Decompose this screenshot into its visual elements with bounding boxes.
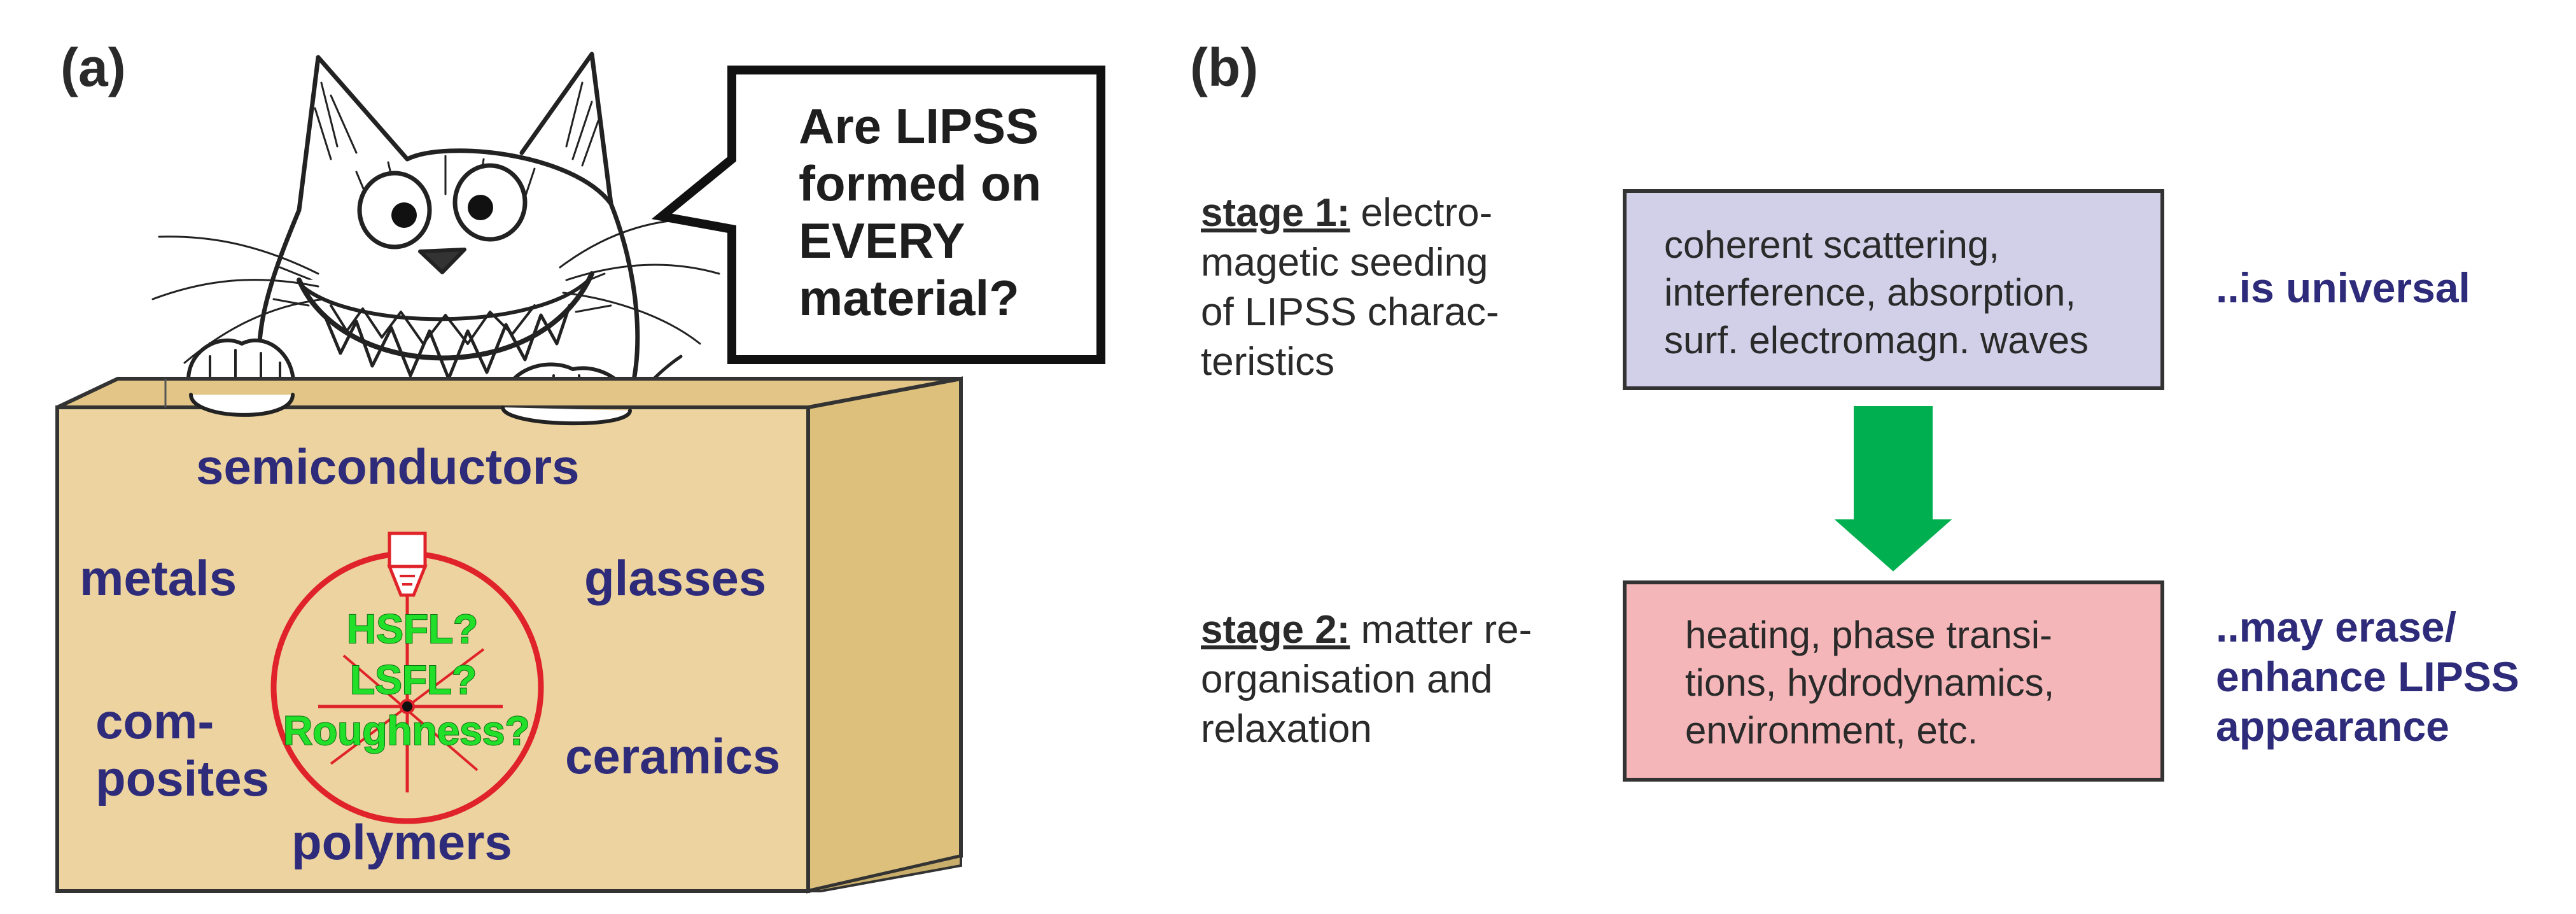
stage-1-box: coherent scattering, interference, absor…	[1623, 189, 2164, 390]
stage-2-description: stage 2: matter re- organisation and rel…	[1201, 608, 1532, 751]
bubble-line-1: Are LIPSS	[799, 98, 1039, 154]
stage-1-box-line-3: surf. electromagn. waves	[1664, 319, 2089, 362]
stage-1-line-3: of LIPSS charac-	[1201, 290, 1499, 334]
panel-a-label: (a)	[60, 38, 126, 97]
bubble-line-2: formed on	[799, 155, 1041, 211]
cardboard-box	[55, 376, 963, 894]
stage-2-line-1: stage 2: matter re-	[1201, 608, 1532, 652]
stage-2-title: stage 2:	[1201, 608, 1350, 652]
stage-2-box-line-2: tions, hydrodynamics,	[1685, 661, 2054, 704]
material-polymers: polymers	[291, 814, 512, 870]
stage-1-description: stage 1: electro- magetic seeding of LIP…	[1201, 191, 1499, 384]
stage-1-line-2: magetic seeding	[1201, 241, 1488, 285]
stage-1-result: ..is universal	[2216, 264, 2470, 311]
speech-bubble: Are LIPSS formed on EVERY material?	[651, 66, 1105, 364]
panel-b-label: (b)	[1190, 38, 1258, 97]
stage-2-result: ..may erase/ enhance LIPSS appearance	[2216, 603, 2519, 750]
down-arrow	[1834, 406, 1952, 572]
stage-2-result-line-2: enhance LIPSS	[2216, 653, 2519, 700]
stage-2-box: heating, phase transi- tions, hydrodynam…	[1623, 580, 2164, 782]
material-composites-line2: posites	[95, 750, 269, 806]
stage-2-result-line-3: appearance	[2216, 703, 2449, 750]
material-ceramics: ceramics	[565, 728, 780, 784]
stage-1-box-line-2: interference, absorption,	[1664, 271, 2076, 314]
stage-1-line-1: stage 1: electro-	[1201, 191, 1492, 235]
material-composites-line1: com-	[95, 693, 214, 749]
bubble-line-3: EVERY	[799, 213, 965, 269]
cat-paws	[189, 393, 632, 426]
material-metals: metals	[80, 550, 237, 606]
bubble-line-4: material?	[799, 270, 1019, 326]
stage-2-line-3: relaxation	[1201, 707, 1372, 751]
stage-2-box-line-3: environment, etc.	[1685, 709, 1978, 752]
stage-2-box-line-1: heating, phase transi-	[1685, 614, 2052, 656]
question-hsfl: HSFL?	[347, 606, 478, 652]
material-glasses: glasses	[584, 550, 766, 606]
laser-target	[270, 531, 544, 824]
stage-1-box-line-1: coherent scattering,	[1664, 223, 1999, 266]
stage-2-result-line-1: ..may erase/	[2216, 603, 2456, 650]
question-roughness: Roughness?	[283, 708, 530, 754]
stage-1-text-1: electro-	[1350, 191, 1492, 235]
question-lsfl: LSFL?	[350, 657, 477, 703]
stage-2-line-2: organisation and	[1201, 657, 1492, 701]
material-semiconductors: semiconductors	[196, 439, 579, 495]
stage-1-title: stage 1:	[1201, 191, 1350, 235]
stage-2-text-1: matter re-	[1350, 608, 1532, 652]
stage-1-line-4: teristics	[1201, 340, 1334, 384]
